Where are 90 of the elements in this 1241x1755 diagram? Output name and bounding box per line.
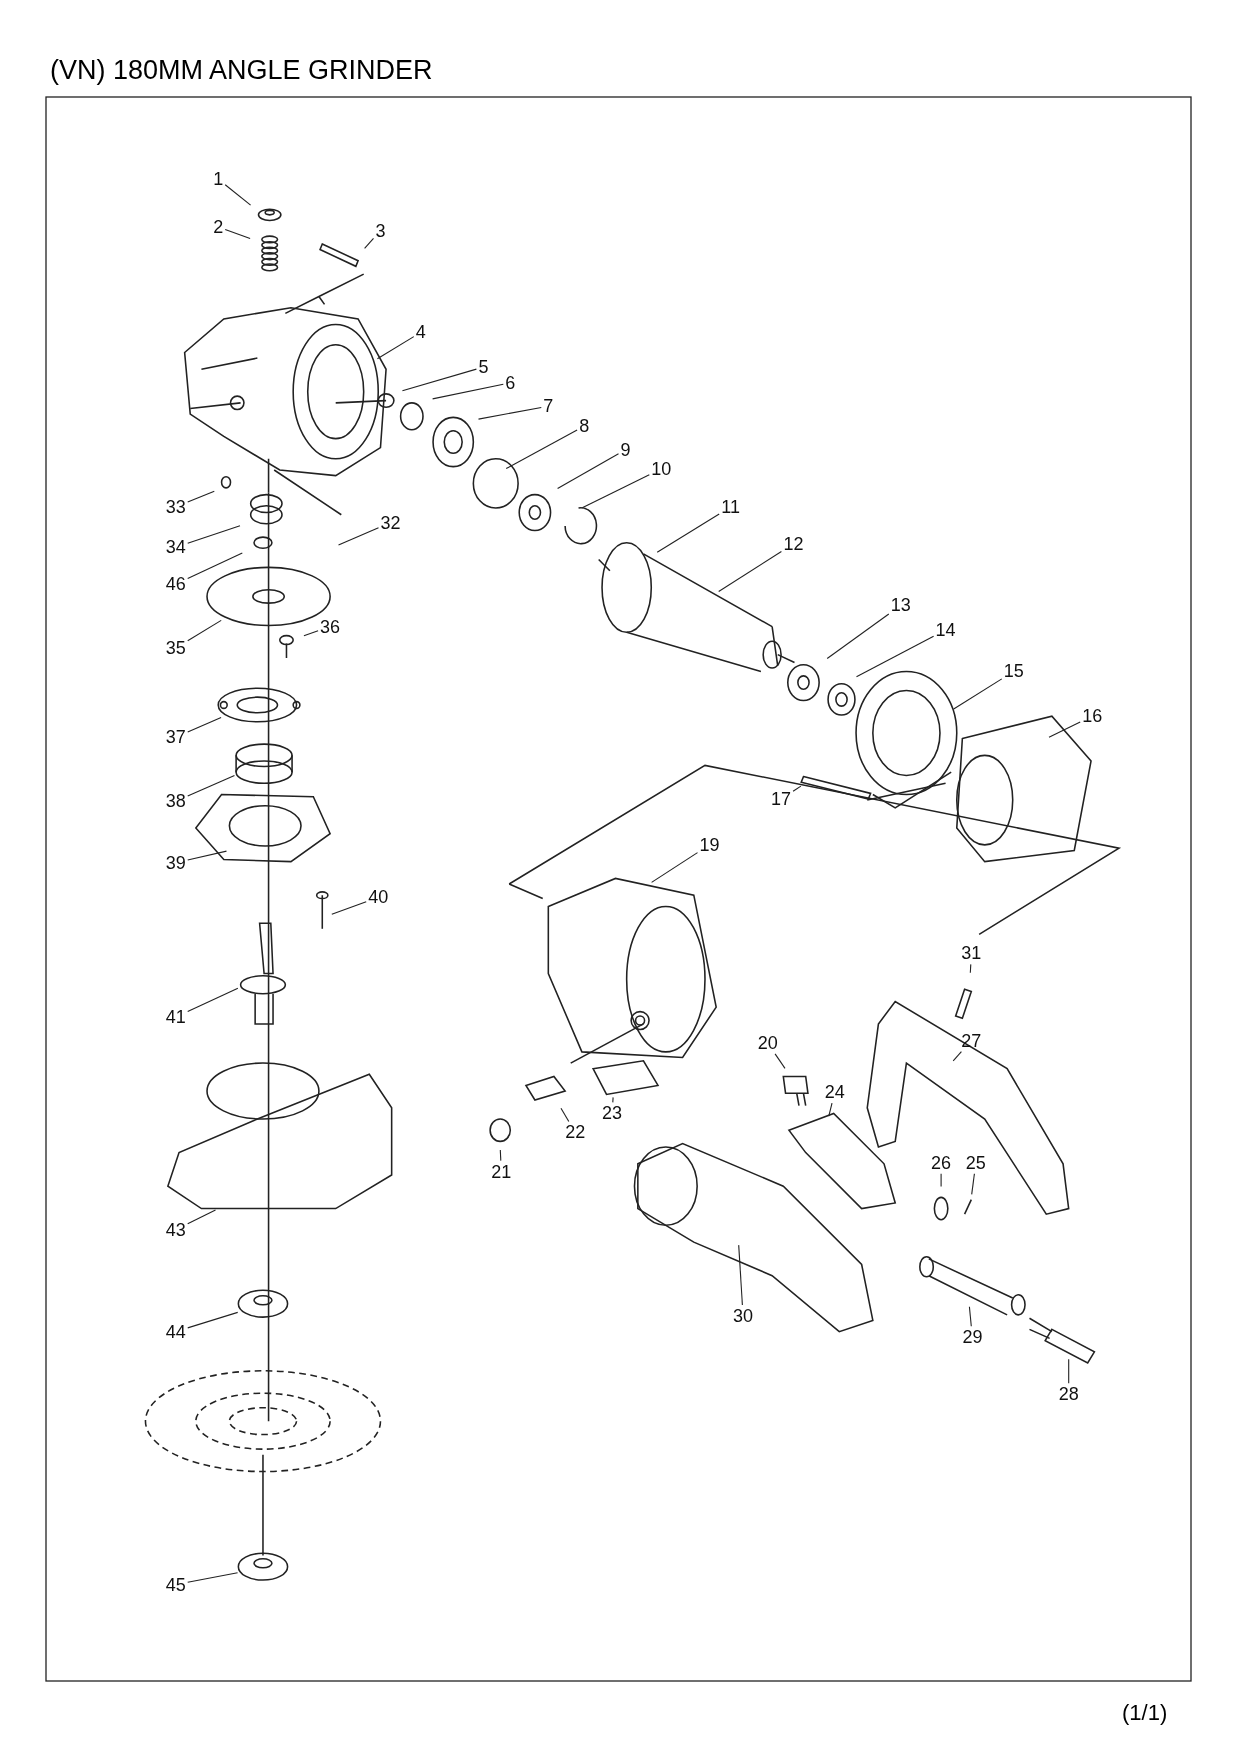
leader-line [187, 850, 228, 861]
leader-line [505, 429, 578, 470]
leader-line [940, 1173, 942, 1188]
callout-number: 31 [961, 944, 982, 963]
callout-number: 10 [651, 459, 672, 478]
leader-line [376, 336, 415, 360]
callout-number: 19 [699, 835, 720, 854]
callout-number: 28 [1058, 1385, 1079, 1404]
leader-line [774, 1053, 786, 1069]
callout-number: 36 [320, 617, 341, 636]
leader-line [718, 550, 782, 593]
page-number: (1/1) [1122, 1700, 1168, 1726]
page-title: (VN) 180MM ANGLE GRINDER [50, 55, 433, 86]
callout-number: 16 [1082, 707, 1103, 726]
leader-line [187, 1209, 217, 1225]
callout-number: 41 [165, 1008, 186, 1027]
callout-number: 2 [213, 218, 224, 237]
callout-number: 44 [165, 1322, 186, 1341]
callout-number: 43 [165, 1220, 186, 1239]
leader-line [971, 1173, 975, 1195]
callout-number: 22 [565, 1123, 586, 1142]
leader-line [364, 237, 375, 249]
leader-line [792, 785, 802, 792]
callout-number: 34 [165, 538, 186, 557]
leader-line [952, 1051, 962, 1062]
callout-number: 17 [771, 790, 792, 808]
leader-line [187, 987, 239, 1013]
leader-line [187, 525, 241, 544]
leader-line [187, 619, 222, 642]
leader-line [953, 678, 1003, 710]
leader-line [187, 716, 222, 733]
leader-line [1048, 721, 1081, 738]
callout-number: 3 [375, 221, 386, 240]
callout-number: 29 [962, 1328, 983, 1347]
callout-number: 24 [824, 1083, 845, 1102]
callout-number: 13 [890, 596, 911, 615]
callout-number: 11 [721, 497, 740, 516]
leader-line [187, 552, 243, 580]
callout-number: 8 [579, 417, 590, 436]
leader-line [499, 1149, 502, 1162]
callout-number: 5 [478, 358, 489, 377]
callout-number: 7 [543, 397, 554, 416]
callout-number: 37 [165, 728, 186, 747]
leader-line [187, 775, 236, 797]
leader-line [738, 1244, 743, 1306]
leader-line [969, 963, 972, 974]
leader-line [855, 635, 935, 678]
callout-number: 39 [165, 853, 186, 872]
leader-line [224, 229, 251, 240]
leader-line [303, 630, 319, 637]
leader-line [477, 406, 542, 420]
callout-number: 4 [415, 323, 426, 342]
leader-line [656, 513, 720, 553]
callout-number: 35 [165, 638, 186, 657]
callout-number: 9 [620, 440, 631, 459]
leader-line [828, 1102, 833, 1117]
leader-line [187, 490, 215, 503]
leader-line [337, 527, 380, 546]
leader-line [187, 1311, 239, 1329]
callout-number: 46 [165, 575, 186, 594]
leader-line [331, 901, 367, 915]
callout-number: 14 [935, 621, 956, 639]
callout-number: 6 [505, 373, 516, 392]
leader-line [612, 1096, 614, 1103]
leader-line [401, 368, 477, 392]
callout-number: 45 [165, 1575, 186, 1594]
callout-number: 32 [380, 513, 401, 532]
callout-number: 33 [165, 497, 186, 516]
callout-number: 12 [783, 534, 804, 553]
leader-line [651, 852, 699, 883]
leader-line [560, 1107, 570, 1123]
callout-number: 38 [165, 792, 186, 811]
callout-number: 1 [213, 170, 224, 189]
callout-number: 21 [491, 1162, 512, 1181]
callout-number: 30 [733, 1306, 754, 1325]
callout-number: 26 [931, 1153, 952, 1172]
callout-number: 23 [602, 1104, 623, 1123]
leader-line [187, 1572, 239, 1583]
leader-line [432, 383, 504, 400]
callout-number: 20 [757, 1033, 778, 1052]
leader-line [968, 1306, 972, 1327]
leader-line [826, 613, 890, 660]
leader-line [224, 184, 252, 206]
leader-line [581, 474, 650, 509]
callout-number: 25 [965, 1153, 986, 1172]
callout-number: 40 [368, 888, 389, 907]
leader-line [1068, 1358, 1070, 1384]
leader-line [557, 453, 620, 490]
callout-number: 15 [1003, 662, 1024, 681]
callout-number: 27 [961, 1031, 982, 1050]
